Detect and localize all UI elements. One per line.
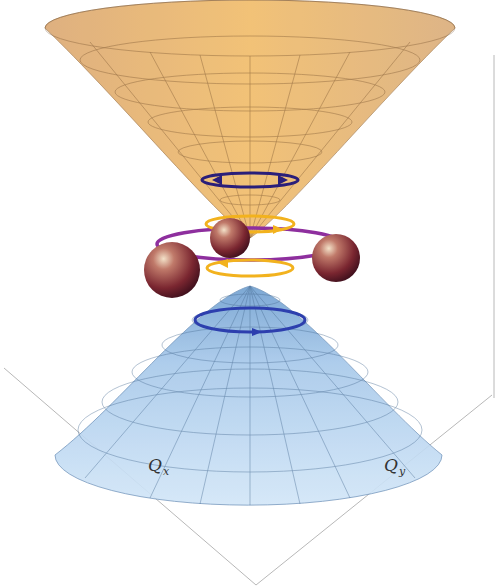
particles — [144, 218, 360, 298]
axis-subscript: x — [163, 465, 169, 478]
axis-symbol: Q — [384, 455, 398, 475]
axis-subscript: y — [399, 465, 405, 478]
axis-symbol: Q — [148, 455, 162, 475]
axis-label: Qx — [148, 455, 169, 475]
axis-label: Qy — [384, 455, 405, 475]
upper-band — [45, 0, 455, 238]
lower-band — [55, 286, 442, 505]
